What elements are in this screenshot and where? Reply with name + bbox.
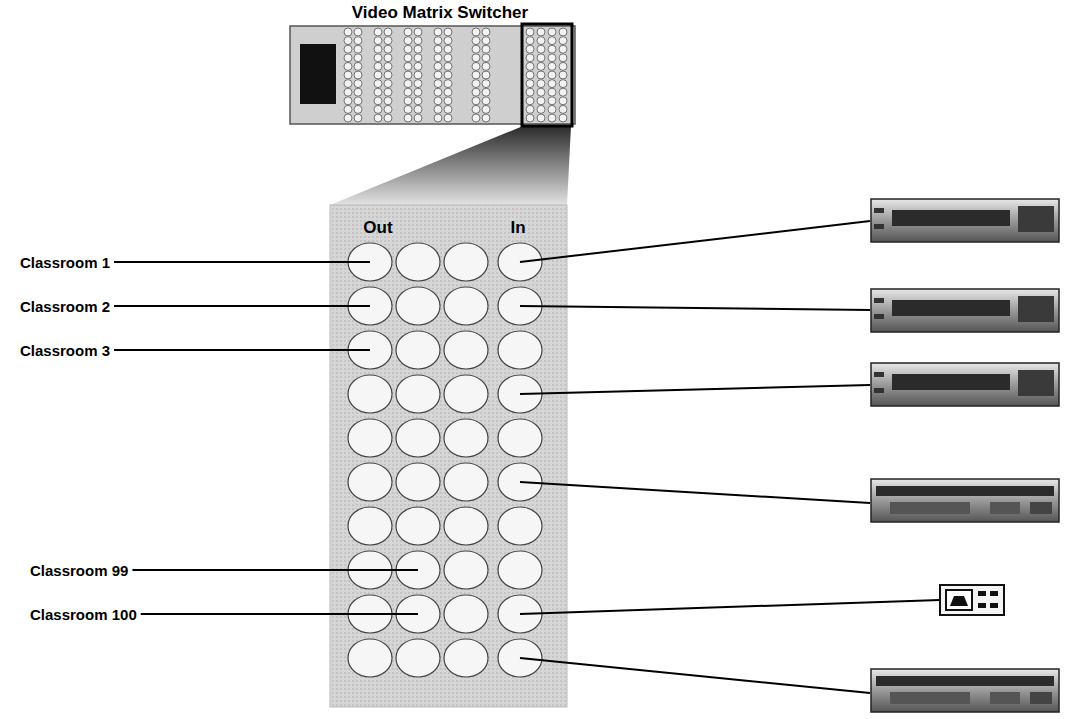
classroom-label: Classroom 99 bbox=[30, 562, 128, 579]
classroom-label: Classroom 1 bbox=[20, 254, 110, 271]
video-player bbox=[871, 289, 1059, 332]
disc-player bbox=[871, 479, 1059, 522]
disc-player bbox=[871, 669, 1059, 712]
small-receiver bbox=[940, 585, 1004, 615]
leader-line bbox=[114, 349, 370, 351]
matrix-panel: Out In bbox=[330, 205, 567, 707]
matrix-panel bbox=[330, 205, 567, 707]
classroom-label: Classroom 3 bbox=[20, 342, 110, 359]
video-player bbox=[871, 199, 1059, 242]
classroom-label: Classroom 2 bbox=[20, 298, 110, 315]
leader-lines bbox=[114, 262, 418, 614]
zoom-box bbox=[522, 24, 572, 126]
column-heading: In bbox=[510, 218, 525, 238]
crosspoint-buttons bbox=[348, 243, 542, 677]
switcher-buttons bbox=[344, 28, 567, 122]
leader-line bbox=[114, 261, 370, 263]
video-player bbox=[871, 363, 1059, 406]
switcher-panel bbox=[300, 44, 336, 104]
column-heading: Out bbox=[363, 218, 392, 238]
title: Video Matrix Switcher bbox=[352, 3, 528, 23]
leader-line bbox=[141, 613, 418, 615]
classroom-label: Classroom 100 bbox=[30, 606, 137, 623]
zoom-fan bbox=[330, 126, 571, 205]
leader-line bbox=[132, 569, 418, 571]
switcher-body bbox=[290, 26, 575, 124]
leader-line bbox=[114, 305, 370, 307]
